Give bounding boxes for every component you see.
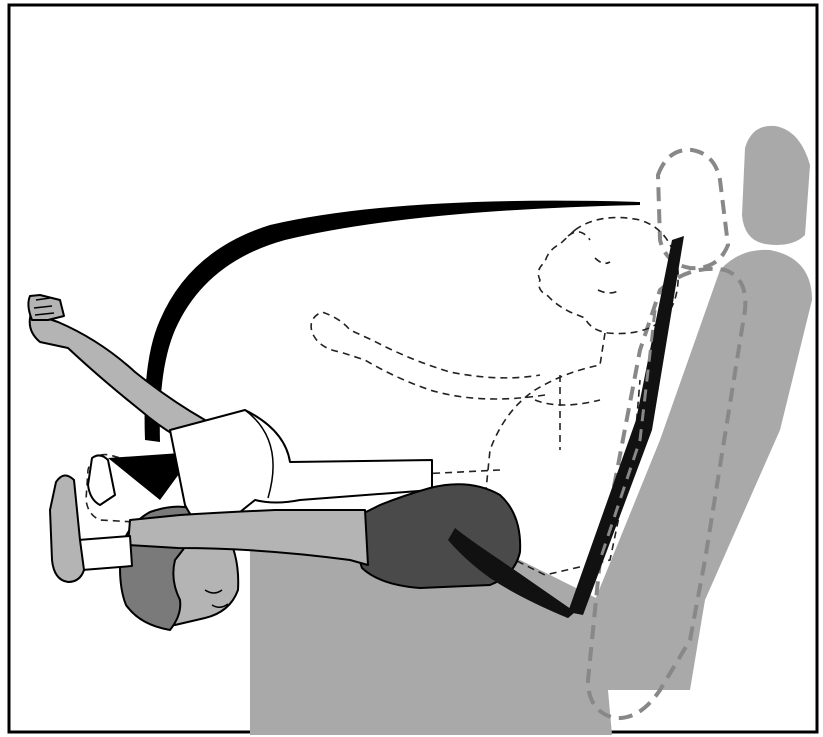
occupant-sock: [78, 536, 132, 570]
seat-headrest: [742, 126, 810, 245]
